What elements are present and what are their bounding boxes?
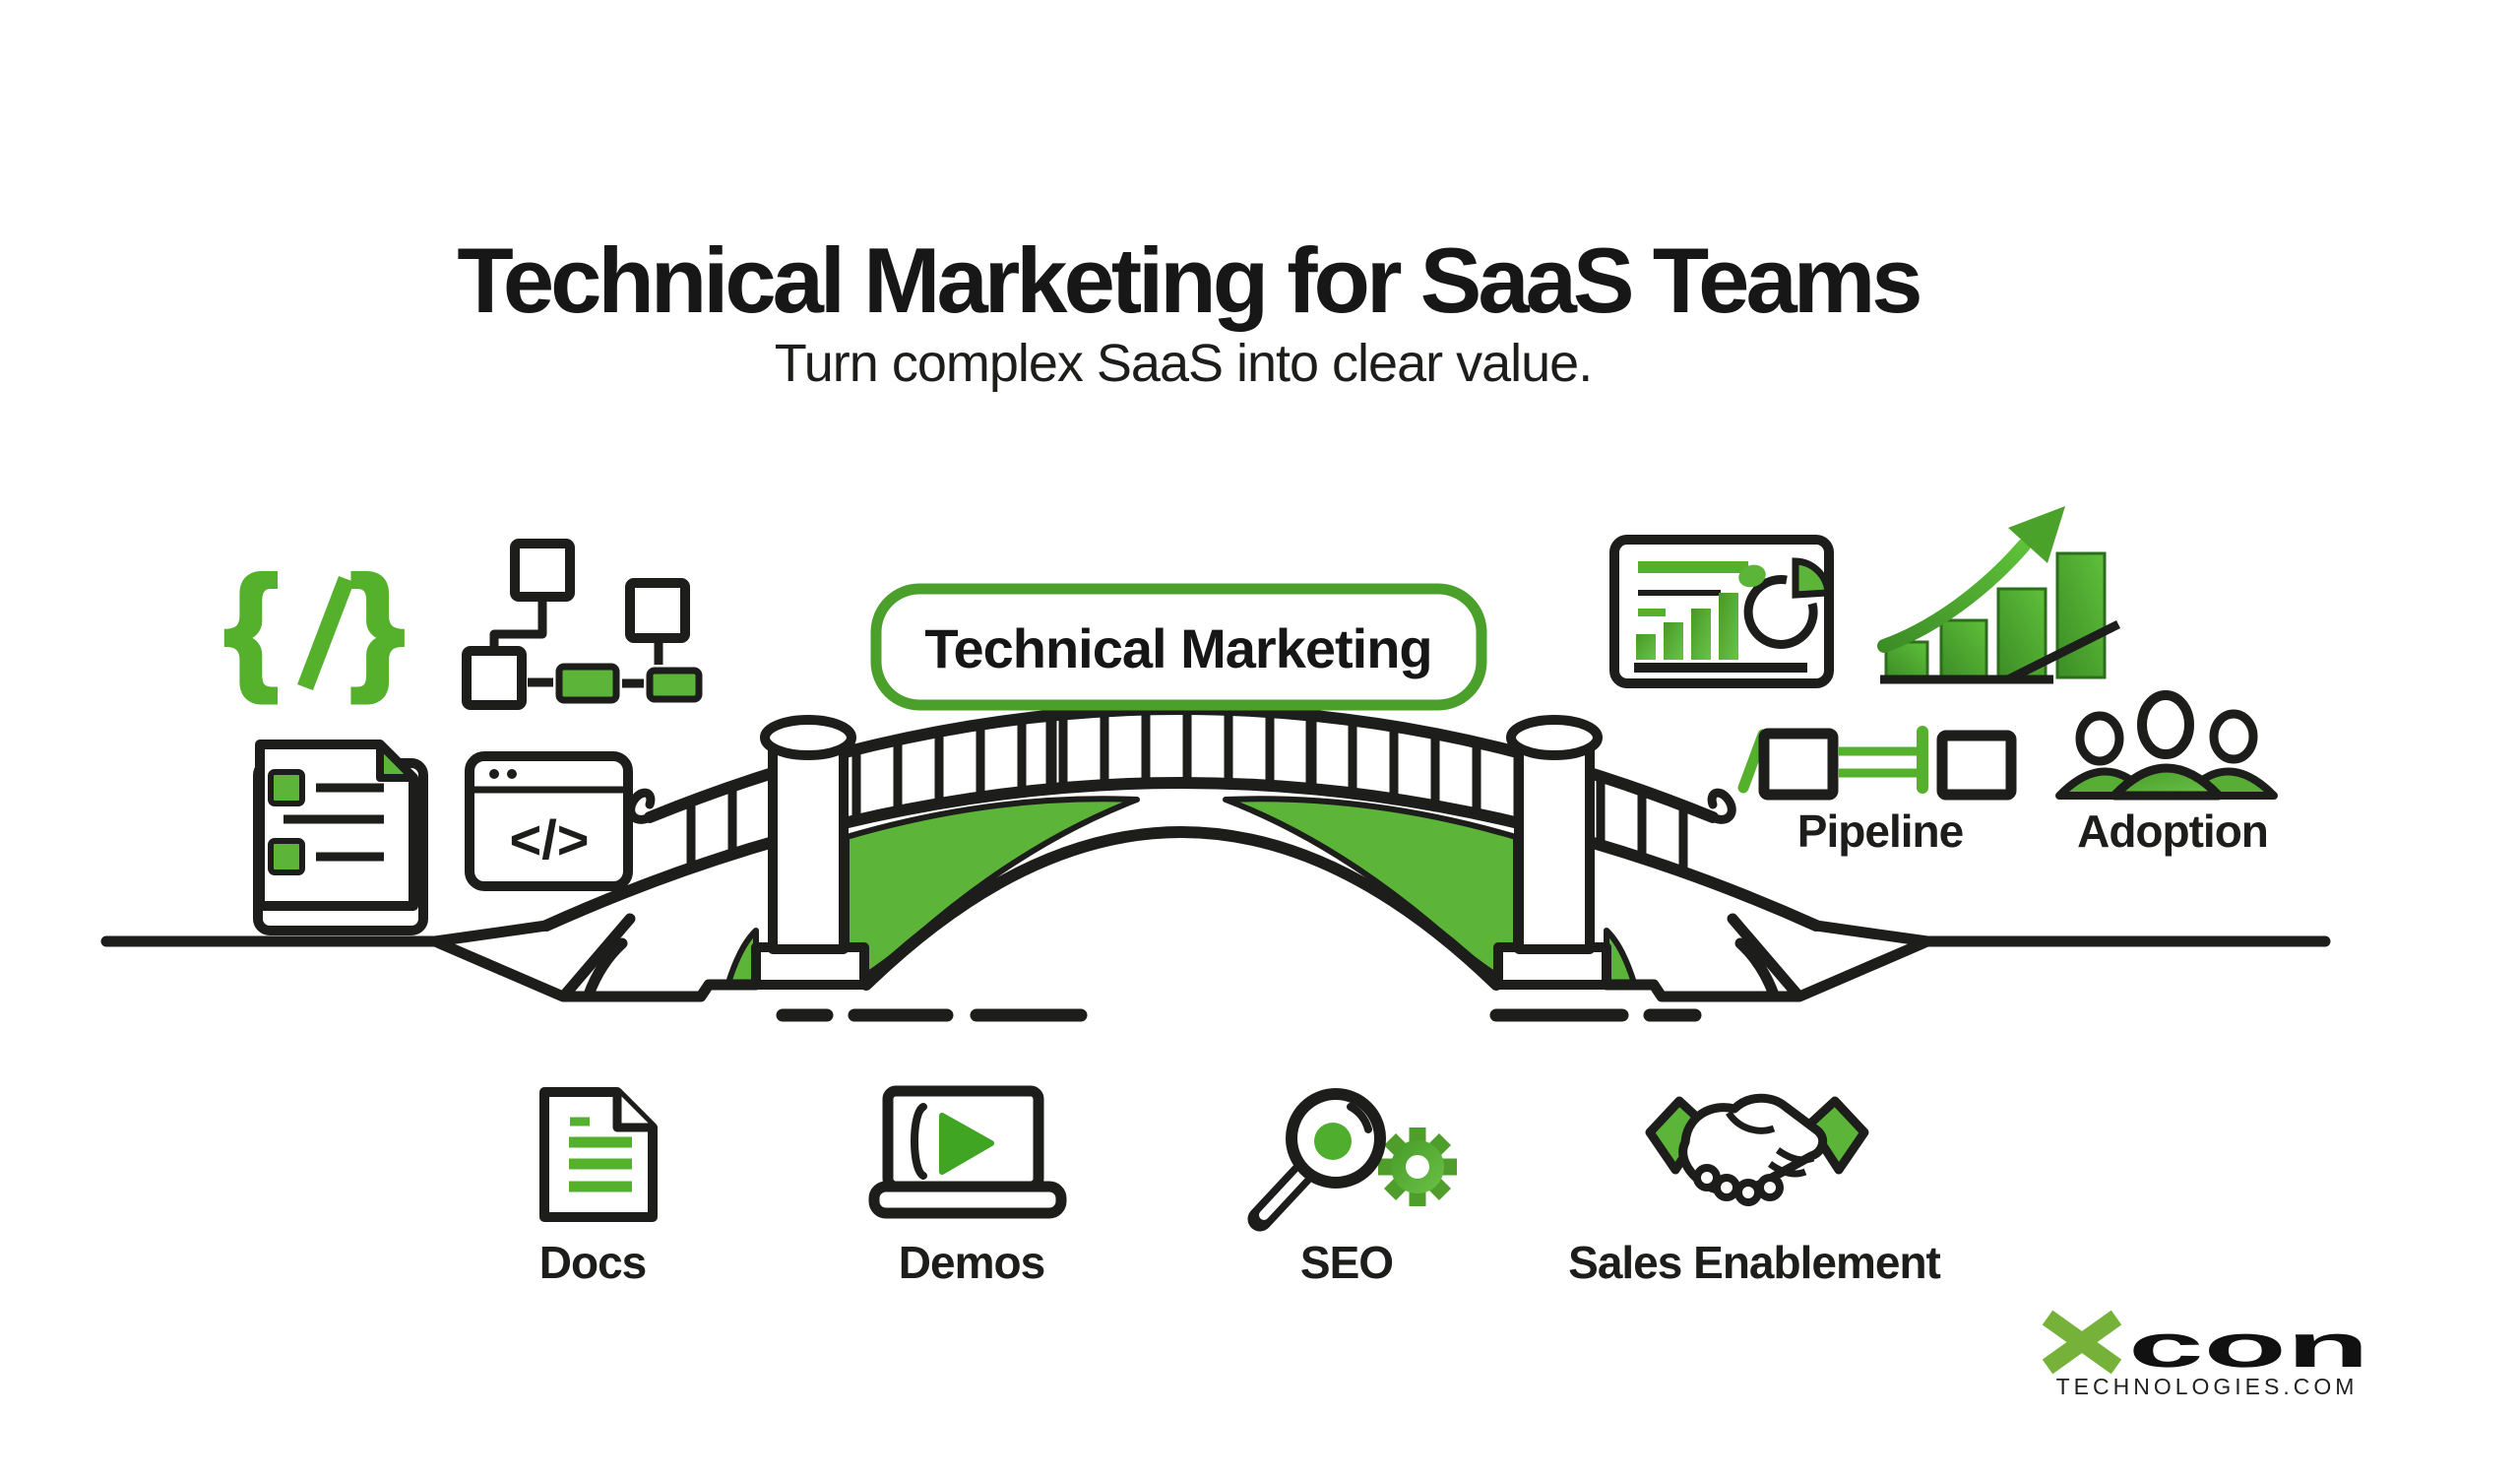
badge-label: Technical Marketing: [924, 617, 1431, 679]
brand-logo: con TECHNOLOGIES.COM: [2042, 1310, 2369, 1399]
brace-close: }: [350, 548, 404, 703]
bridge-structure: [429, 697, 1933, 991]
page-title: Technical Marketing for SaaS Teams: [457, 227, 1922, 332]
page-subtitle: Turn complex SaaS into clear value.: [774, 334, 1593, 393]
seo-label: SEO: [1300, 1237, 1393, 1288]
ground: [100, 913, 2331, 1002]
demos-label: Demos: [899, 1237, 1044, 1288]
window-dot: [507, 769, 517, 779]
adoption-icon: [2055, 690, 2278, 801]
logo-x-glyph: [2042, 1310, 2122, 1375]
pipeline-icon: [1737, 726, 2017, 801]
sitemap-icon: [462, 539, 703, 710]
growth-chart-icon: [1877, 506, 2121, 684]
gear: [1378, 1127, 1457, 1206]
logo-wordmark: con: [2128, 1313, 2369, 1381]
magnifier-gear-icon: [1247, 1088, 1457, 1232]
magnifier: [1247, 1088, 1386, 1232]
sales-enablement-label: Sales Enablement: [1568, 1237, 1940, 1288]
window-dot: [489, 769, 499, 779]
checklist-doc-icon: [253, 740, 428, 935]
docs-label: Docs: [539, 1237, 646, 1288]
logo-tagline: TECHNOLOGIES.COM: [2056, 1374, 2359, 1399]
adoption-label: Adoption: [2077, 805, 2268, 857]
laptop-play-icon: [868, 1085, 1067, 1219]
brace-open: {: [224, 548, 278, 703]
bridge: [100, 697, 2331, 1022]
brace-slash: [297, 575, 354, 691]
code-window-icon: </>: [465, 751, 633, 891]
document-icon: [539, 1087, 658, 1222]
technical-marketing-badge: Technical Marketing: [870, 583, 1487, 711]
code-braces-icon: { }: [222, 547, 407, 706]
handshake-icon: [1645, 1093, 1869, 1206]
code-glyph: </>: [510, 808, 590, 870]
pipeline-label: Pipeline: [1797, 805, 1964, 857]
pie-chart: [1743, 574, 1818, 649]
dashboard-icon: [1609, 535, 1834, 688]
growth-arrow: [1877, 539, 2031, 653]
bridge-pillars: [751, 715, 1611, 990]
